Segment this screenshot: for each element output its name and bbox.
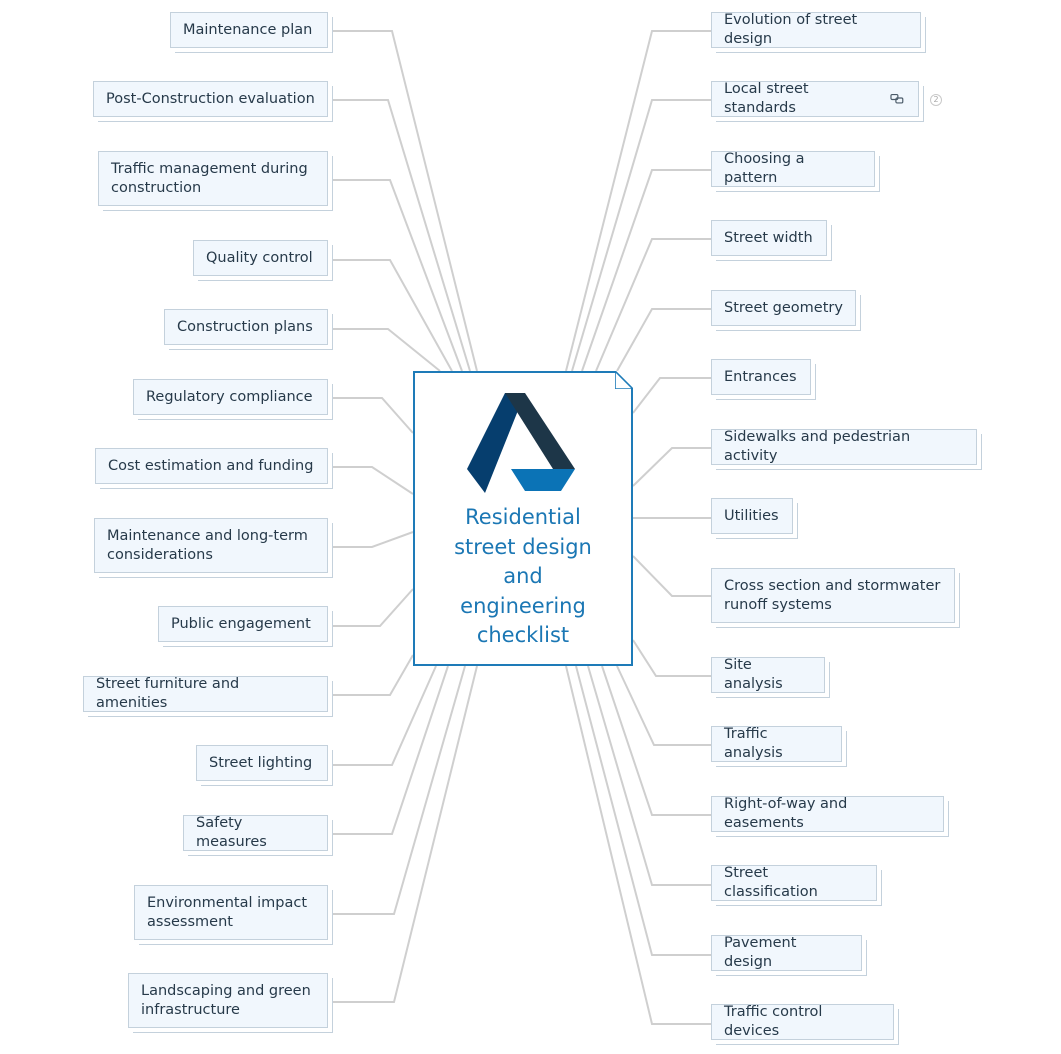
node-label: Cross section and stormwater runoff syst… <box>724 577 941 613</box>
connector-right-9 <box>632 639 711 677</box>
node-label: Construction plans <box>177 318 313 335</box>
node-regulatory-compliance[interactable]: Regulatory compliance <box>133 379 328 415</box>
count-badge: 2 <box>930 94 942 106</box>
page-fold-icon <box>615 371 633 389</box>
node-label: Site analysis <box>724 657 783 692</box>
node-street-geometry[interactable]: Street geometry <box>711 290 856 326</box>
connector-right-4 <box>616 308 711 372</box>
connector-right-13 <box>575 665 711 956</box>
node-maintenance-and-long-term-considerations[interactable]: Maintenance and long-term considerations <box>94 518 328 573</box>
node-label: Entrances <box>724 368 797 385</box>
node-label: Right-of-way and easements <box>724 796 848 831</box>
node-environmental-impact-assessment[interactable]: Environmental impact assessment <box>134 885 328 940</box>
node-label: Post-Construction evaluation <box>106 90 315 107</box>
node-pavement-design[interactable]: Pavement design <box>711 935 862 971</box>
node-label: Public engagement <box>171 615 311 632</box>
node-label: Street width <box>724 229 813 246</box>
node-street-furniture-and-amenities[interactable]: Street furniture and amenities <box>83 676 328 712</box>
connector-left-13 <box>328 665 478 1003</box>
connector-right-10 <box>616 665 711 746</box>
node-label: Utilities <box>724 507 779 524</box>
node-street-lighting[interactable]: Street lighting <box>196 745 328 781</box>
node-local-street-standards[interactable]: Local street standards <box>711 81 919 117</box>
connector-right-11 <box>601 665 711 816</box>
node-post-construction-evaluation[interactable]: Post-Construction evaluation <box>93 81 328 117</box>
connector-right-0 <box>565 30 711 372</box>
node-label: Street furniture and amenities <box>96 676 240 711</box>
node-sidewalks-and-pedestrian-activity[interactable]: Sidewalks and pedestrian activity <box>711 429 977 465</box>
connector-right-1 <box>571 99 711 372</box>
node-label: Choosing a pattern <box>724 151 805 186</box>
node-site-analysis[interactable]: Site analysis <box>711 657 825 693</box>
node-utilities[interactable]: Utilities <box>711 498 793 534</box>
connector-left-3 <box>328 259 453 372</box>
central-topic-title: Residential street design and engineerin… <box>454 505 592 648</box>
node-label: Safety measures <box>196 815 267 850</box>
node-label: Sidewalks and pedestrian activity <box>724 429 911 464</box>
connector-left-9 <box>328 654 414 696</box>
connector-left-2 <box>328 179 463 372</box>
connector-left-1 <box>328 99 471 372</box>
node-traffic-management-during-construction[interactable]: Traffic management during construction <box>98 151 328 206</box>
connector-right-14 <box>565 665 711 1025</box>
node-label: Regulatory compliance <box>146 388 313 405</box>
connector-right-2 <box>581 169 711 372</box>
connector-left-12 <box>328 665 466 915</box>
connector-left-5 <box>328 397 414 434</box>
node-quality-control[interactable]: Quality control <box>193 240 328 276</box>
node-street-classification[interactable]: Street classification <box>711 865 877 901</box>
node-construction-plans[interactable]: Construction plans <box>164 309 328 345</box>
connector-left-6 <box>328 466 414 495</box>
node-right-of-way-and-easements[interactable]: Right-of-way and easements <box>711 796 944 832</box>
node-label: Evolution of street design <box>724 12 858 47</box>
connector-left-10 <box>328 665 437 766</box>
node-label: Maintenance plan <box>183 21 313 38</box>
node-cross-section-and-stormwater-runoff-systems[interactable]: Cross section and stormwater runoff syst… <box>711 568 955 623</box>
node-evolution-of-street-design[interactable]: Evolution of street design <box>711 12 921 48</box>
connector-left-11 <box>328 665 449 835</box>
node-label: Landscaping and green infrastructure <box>141 982 311 1018</box>
node-label: Maintenance and long-term considerations <box>107 527 308 563</box>
connector-left-7 <box>328 531 414 548</box>
node-label: Street geometry <box>724 299 843 316</box>
connector-right-8 <box>632 555 711 597</box>
link-icon[interactable] <box>890 93 906 105</box>
node-label: Pavement design <box>724 935 797 970</box>
node-label: Quality control <box>206 249 313 266</box>
node-traffic-control-devices[interactable]: Traffic control devices <box>711 1004 894 1040</box>
central-topic[interactable]: Residential street design and engineerin… <box>413 371 633 666</box>
connector-right-6 <box>632 447 711 487</box>
node-choosing-a-pattern[interactable]: Choosing a pattern <box>711 151 875 187</box>
node-label: Traffic analysis <box>724 726 783 761</box>
connector-right-5 <box>632 377 711 414</box>
connector-left-4 <box>328 328 441 372</box>
node-label: Environmental impact assessment <box>147 894 308 930</box>
node-label: Street lighting <box>209 754 313 771</box>
node-street-width[interactable]: Street width <box>711 220 827 256</box>
node-entrances[interactable]: Entrances <box>711 359 811 395</box>
node-public-engagement[interactable]: Public engagement <box>158 606 328 642</box>
node-label: Local street standards <box>724 81 809 116</box>
node-cost-estimation-and-funding[interactable]: Cost estimation and funding <box>95 448 328 484</box>
node-safety-measures[interactable]: Safety measures <box>183 815 328 851</box>
node-label: Traffic management during construction <box>111 160 308 196</box>
node-label: Street classification <box>724 865 818 900</box>
connector-right-12 <box>587 665 711 886</box>
connector-left-8 <box>328 588 414 627</box>
node-traffic-analysis[interactable]: Traffic analysis <box>711 726 842 762</box>
node-landscaping-and-green-infrastructure[interactable]: Landscaping and green infrastructure <box>128 973 328 1028</box>
node-maintenance-plan[interactable]: Maintenance plan <box>170 12 328 48</box>
node-label: Cost estimation and funding <box>108 457 314 474</box>
logo-icon <box>467 393 575 493</box>
node-label: Traffic control devices <box>724 1004 823 1039</box>
connector-left-0 <box>328 30 478 372</box>
connector-right-3 <box>595 238 711 372</box>
